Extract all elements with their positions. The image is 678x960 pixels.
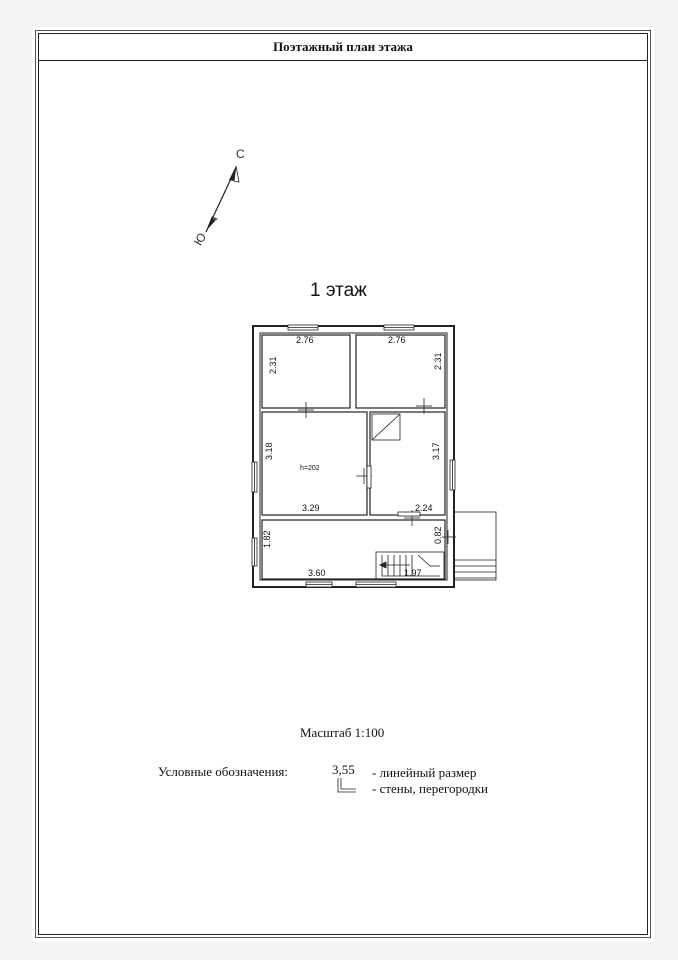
dim-top-left-width: 2.76 bbox=[296, 335, 314, 345]
floor-label: 1 этаж bbox=[310, 280, 367, 301]
stairs bbox=[371, 413, 445, 580]
compass-arrow-icon bbox=[205, 165, 240, 233]
dim-top-right-height: 2.31 bbox=[433, 352, 443, 370]
legend-linear-desc: - линейный размер bbox=[372, 765, 477, 780]
dim-stair-height: 0.82 bbox=[433, 526, 443, 544]
scale-label: Масштаб 1:100 bbox=[300, 725, 385, 740]
dim-top-right-width: 2.76 bbox=[388, 335, 406, 345]
legend-walls-desc: - стены, перегородки bbox=[372, 781, 489, 796]
porch-steps bbox=[453, 511, 497, 581]
drawing-sheet bbox=[32, 27, 654, 942]
dim-bottom-hall-width: 3.60 bbox=[308, 568, 326, 578]
sheet-border-outer bbox=[35, 30, 651, 938]
walls bbox=[252, 325, 455, 588]
page-title: Поэтажный план этажа bbox=[273, 38, 413, 54]
dim-middle-right-height: 3.17 bbox=[431, 442, 441, 460]
sheet-border-inner bbox=[38, 33, 648, 935]
title-bar: Поэтажный план этажа bbox=[38, 33, 648, 61]
dim-stair-width: 1.97 bbox=[404, 568, 422, 578]
dim-middle-left-width: 3.29 bbox=[302, 503, 320, 513]
door-marks bbox=[298, 398, 456, 544]
dim-top-left-height: 2.31 bbox=[268, 356, 278, 374]
wall-symbol-icon bbox=[337, 778, 356, 793]
legend-title: Условные обозначения: bbox=[158, 764, 289, 779]
compass-north-label: С bbox=[236, 147, 245, 161]
legend-sample-value: 3,55 bbox=[332, 762, 355, 777]
ceiling-height-label: h=202 bbox=[300, 465, 320, 472]
windows bbox=[251, 324, 456, 588]
compass-south-label: Ю bbox=[191, 230, 209, 248]
dim-middle-right-width: 2.24 bbox=[415, 503, 433, 513]
dim-middle-left-height: 3.18 bbox=[264, 442, 274, 460]
dim-bottom-hall-height: 1.82 bbox=[262, 530, 272, 548]
